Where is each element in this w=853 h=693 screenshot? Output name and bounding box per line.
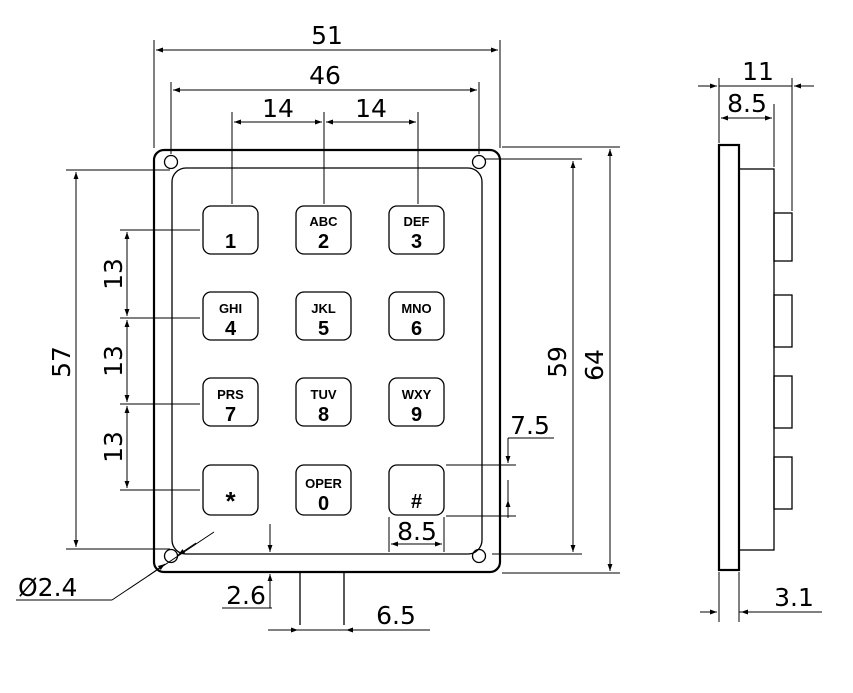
dimension-row-pitch: 13 13 13 bbox=[99, 229, 200, 491]
key-5[interactable]: JKL 5 bbox=[295, 291, 352, 341]
side-front-plate bbox=[717, 143, 741, 572]
dimension-tab-offset: 2.6 bbox=[222, 524, 273, 610]
dimension-label: 6.5 bbox=[376, 601, 416, 630]
dimension-51: 51 bbox=[153, 21, 501, 148]
dimension-label: Ø2.4 bbox=[18, 573, 77, 602]
dimension-label: 13 bbox=[99, 345, 128, 377]
front-view bbox=[152, 148, 502, 625]
dimension-57: 57 bbox=[47, 169, 170, 550]
key-digit: 1 bbox=[225, 231, 236, 253]
dimension-label: 14 bbox=[355, 94, 387, 123]
dimension-label: 14 bbox=[262, 94, 294, 123]
side-view bbox=[717, 143, 793, 572]
dimension-plate-thickness: 3.1 bbox=[700, 572, 822, 622]
key-digit: 8 bbox=[318, 404, 329, 426]
dimension-label: 57 bbox=[47, 346, 76, 378]
inner-body bbox=[171, 167, 483, 555]
key-digit: * bbox=[225, 486, 236, 516]
outer-plate bbox=[152, 148, 502, 574]
key-letters: TUV bbox=[311, 387, 337, 402]
dimension-label: 11 bbox=[742, 57, 774, 86]
dimension-label: 51 bbox=[311, 21, 343, 50]
dimension-label: 46 bbox=[309, 61, 341, 90]
key-digit: # bbox=[411, 491, 422, 513]
key-2[interactable]: ABC 2 bbox=[295, 205, 352, 255]
dimension-label: 13 bbox=[99, 431, 128, 463]
dimension-label: 3.1 bbox=[774, 583, 814, 612]
side-body bbox=[738, 168, 775, 551]
dimension-46: 46 bbox=[170, 61, 480, 154]
key-8[interactable]: TUV 8 bbox=[295, 377, 352, 427]
dimension-label: 2.6 bbox=[226, 581, 266, 610]
key-digit: 2 bbox=[318, 231, 329, 253]
key-letters: DEF bbox=[404, 214, 430, 229]
dimension-64: 64 bbox=[502, 146, 620, 574]
key-letters: MNO bbox=[401, 301, 431, 316]
key-letters: WXY bbox=[402, 387, 432, 402]
key-digit: 9 bbox=[411, 404, 422, 426]
dimension-tab-width: 6.5 bbox=[268, 601, 430, 633]
side-key-profile bbox=[773, 456, 793, 510]
mounting-hole-top-right bbox=[471, 154, 487, 170]
key-6[interactable]: MNO 6 bbox=[388, 291, 445, 341]
mounting-hole-top-left bbox=[163, 154, 179, 170]
key-digit: 5 bbox=[318, 318, 329, 340]
key-digit: 0 bbox=[318, 493, 329, 515]
dimension-hole-diameter: Ø2.4 bbox=[16, 531, 215, 602]
key-digit: 4 bbox=[225, 318, 237, 340]
key-9[interactable]: WXY 9 bbox=[388, 377, 445, 427]
dimension-key-pitch: 14 14 bbox=[231, 94, 419, 204]
dimension-side-11: 11 bbox=[698, 57, 814, 211]
keypad-keys: 1 ABC 2 DEF 3 GHI 4 JKL 5 MNO 6 bbox=[202, 205, 445, 516]
key-3[interactable]: DEF 3 bbox=[388, 205, 445, 255]
dimension-59: 59 bbox=[484, 158, 582, 555]
key-7[interactable]: PRS 7 bbox=[202, 377, 259, 427]
dimension-label: 13 bbox=[99, 258, 128, 290]
connector-tab bbox=[299, 572, 345, 625]
key-letters: JKL bbox=[311, 301, 336, 316]
key-letters: PRS bbox=[217, 387, 244, 402]
dimension-key-height: 7.5 bbox=[446, 411, 554, 518]
dimension-label: 7.5 bbox=[510, 411, 550, 440]
dimension-side-8-5: 8.5 bbox=[721, 89, 775, 167]
key-hash[interactable]: # bbox=[388, 464, 445, 516]
dimension-key-width: 8.5 bbox=[388, 517, 445, 552]
dimension-label: 8.5 bbox=[397, 517, 437, 546]
key-letters: ABC bbox=[309, 214, 338, 229]
side-key-profile bbox=[773, 375, 793, 429]
key-letters: OPER bbox=[305, 476, 342, 491]
key-digit: 3 bbox=[411, 231, 422, 253]
key-0[interactable]: OPER 0 bbox=[295, 464, 352, 516]
dimension-label: 59 bbox=[543, 346, 572, 378]
dimension-label: 8.5 bbox=[727, 89, 767, 118]
mounting-hole-bottom-right bbox=[471, 548, 487, 564]
key-digit: 6 bbox=[411, 318, 422, 340]
key-letters: GHI bbox=[219, 301, 242, 316]
key-1[interactable]: 1 bbox=[202, 205, 259, 255]
side-key-profile bbox=[773, 294, 793, 348]
key-4[interactable]: GHI 4 bbox=[202, 291, 259, 341]
key-star[interactable]: * bbox=[202, 464, 259, 516]
key-digit: 7 bbox=[225, 404, 236, 426]
dimension-label: 64 bbox=[580, 349, 609, 381]
side-key-profile bbox=[773, 212, 793, 262]
